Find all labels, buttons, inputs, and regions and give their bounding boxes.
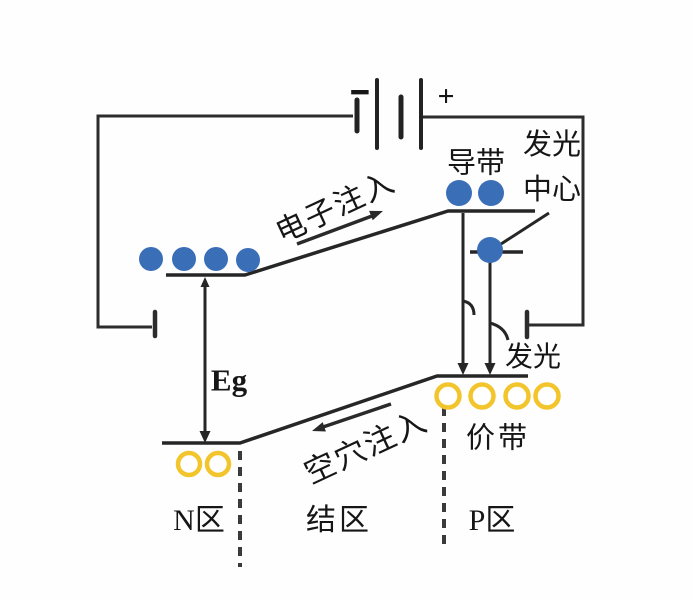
luminescent-center-electron — [477, 237, 503, 263]
battery-plus-label: + — [437, 80, 455, 113]
left-wire — [96, 114, 353, 329]
circuit-wires — [96, 114, 585, 329]
energy-bands — [162, 209, 535, 445]
battery-icon — [354, 78, 423, 150]
capture-hook-1 — [462, 299, 476, 316]
electron-dot — [446, 180, 472, 206]
conduction-band-line — [166, 209, 535, 277]
valence-band-label: 价带 — [465, 422, 531, 455]
luminescent-center-label-line1: 发光 — [522, 129, 582, 161]
p-conduction-electrons — [446, 180, 504, 206]
hole-ring — [468, 382, 496, 410]
electrode-contacts — [152, 309, 530, 340]
electron-injection-arrow — [296, 210, 383, 246]
valence-band-line — [162, 374, 528, 445]
hole-ring — [533, 382, 561, 410]
hole-ring — [175, 450, 203, 478]
right-wire — [423, 115, 585, 327]
p-valence-holes — [434, 382, 561, 410]
n-valence-holes — [175, 450, 232, 478]
transition-arrowhead-1 — [457, 363, 469, 375]
electron-dot — [236, 248, 260, 272]
electron-dot — [477, 237, 503, 263]
conduction-band-label: 导带 — [446, 147, 506, 180]
emission-label: 发光 — [504, 342, 562, 373]
electron-dot — [204, 247, 228, 271]
capture-hook-2 — [489, 321, 510, 341]
band-gap-arrow — [199, 277, 211, 443]
electron-dot — [172, 247, 196, 271]
region-boundaries — [238, 407, 446, 567]
hole-injection-arrow — [312, 402, 392, 432]
p-region-label: P区 — [468, 504, 516, 537]
transition-arrowhead-2 — [484, 363, 496, 375]
hole-ring — [503, 382, 531, 410]
hole-ring — [204, 450, 232, 478]
n-region-label: N区 — [173, 504, 225, 537]
band-gap-arrowhead-down — [199, 431, 211, 443]
n-conduction-electrons — [139, 247, 260, 272]
luminescent-center-label: 发光 中心 — [523, 123, 581, 213]
band-gap-label: Eg — [210, 362, 248, 398]
luminescent-center-label-line2: 中心 — [522, 174, 582, 206]
junction-region-label: 结区 — [306, 504, 372, 537]
electron-dot — [478, 180, 504, 206]
luminescent-center-pointer-line — [500, 211, 550, 246]
band-gap-arrowhead-up — [200, 277, 210, 287]
battery-minus-label: − — [349, 58, 371, 128]
hole-ring — [434, 382, 462, 410]
electron-dot — [139, 247, 163, 271]
